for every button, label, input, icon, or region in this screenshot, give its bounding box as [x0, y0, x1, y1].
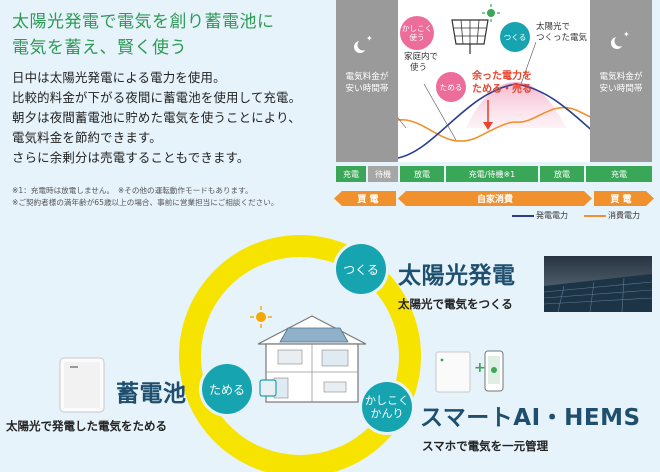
battery-mini-icon — [259, 379, 277, 397]
badge-tsukuru: つくる — [336, 244, 386, 294]
intro-desc-line: さらに余剰分は売電することもできます。 — [12, 150, 250, 165]
badge-tsukuru: つくる — [500, 22, 530, 52]
feature-title-hems: スマートAI・HEMS — [420, 405, 641, 431]
arrow-label-self: 自家消費 — [476, 195, 513, 205]
night-label-right-1: 電気料金が — [599, 72, 643, 82]
moon-icon — [611, 36, 624, 49]
hems-controller-image — [435, 351, 471, 393]
intro-desc-line: 比較的料金が下がる夜間に蓄電池を使用して充電。 — [12, 90, 302, 105]
star-icon: ✦ — [366, 34, 373, 43]
plus-icon: + — [474, 360, 486, 376]
house-illustration — [257, 315, 367, 403]
intro-desc-line: 日中は太陽光発電による電力を使用。 — [12, 70, 226, 85]
night-label-right-2: 安い時間帯 — [599, 84, 643, 94]
solar-panel-icon — [451, 19, 489, 54]
legend-consumption: 消費電力 — [608, 211, 640, 220]
sun-icon — [250, 306, 272, 328]
text-surplus: 余った電力をためる・売る — [472, 71, 532, 95]
feature-title-solar: 太陽光発電 — [398, 263, 516, 289]
night-panel-left: ✦ 電気料金が 安い時間帯 — [336, 0, 398, 162]
night-label-left-1: 電気料金が — [345, 72, 389, 82]
time-cell: 充電 — [586, 166, 652, 182]
arrow-label-buy-right: 買 電 — [610, 195, 632, 205]
text-katei: 家庭内で使う — [404, 52, 439, 73]
night-panel-right: ✦ 電気料金が 安い時間帯 — [590, 0, 652, 162]
intro-title-line1: 太陽光発電で電気を創り蓄電池に — [12, 12, 275, 32]
surplus-arrow-head — [483, 122, 493, 130]
legend-swatch-consumption — [584, 215, 606, 217]
footnote: ※ご契約者様の満年齢が65歳以上の場合、事前に営業担当にご相談ください。 — [12, 198, 279, 207]
footnote: ※1：充電時は放電しません。 ※その他の運転動作モードもあります。 — [12, 186, 253, 195]
legend-swatch-generation — [512, 215, 534, 217]
arrow-label-buy-left: 買 電 — [357, 195, 379, 205]
solar-farm-photo — [544, 256, 652, 312]
feature-sub-solar: 太陽光で電気をつくる — [398, 297, 513, 311]
feature-title-battery: 蓄電池 — [116, 381, 187, 407]
arrow-bar-shapes — [334, 191, 654, 206]
text-solar: 太陽光でつくった電気 — [536, 22, 588, 43]
energy-flow-chart: ✦ 電気料金が 安い時間帯 ✦ 電気料金が 安い時間帯 かしこく使う 家庭内で使… — [336, 0, 652, 162]
badge-tameru: ためる — [202, 364, 252, 414]
badge-kashikoku: かしこくかんり — [362, 382, 412, 432]
legend-generation: 発電電力 — [536, 211, 568, 220]
badge-kashikoku: かしこく使う — [400, 16, 434, 50]
badge-tameru: ためる — [436, 72, 466, 102]
night-label-left-2: 安い時間帯 — [345, 84, 389, 94]
intro-desc-line: 電気料金を節約できます。 — [12, 130, 162, 145]
intro-title-line2: 電気を蓄え、賢く使う — [12, 38, 187, 58]
sun-icon — [482, 4, 500, 22]
surplus-area — [466, 82, 566, 128]
feature-sub-hems: スマホで電気を一元管理 — [422, 439, 549, 453]
moon-icon — [354, 40, 367, 53]
smartphone-icon — [484, 350, 504, 392]
intro-desc-line: 朝夕は夜間蓄電池に貯めた電気を使うことにより、 — [12, 110, 301, 125]
time-cell: 待機 — [368, 166, 398, 182]
feature-sub-battery: 太陽光で発電した電気をためる — [6, 419, 167, 433]
battery-unit-image — [59, 357, 105, 413]
time-cell: 放電 — [400, 166, 444, 182]
time-cell: 放電 — [540, 166, 584, 182]
time-cell: 充電/待機※1 — [446, 166, 538, 182]
time-cell: 充電 — [336, 166, 366, 182]
star-icon: ✦ — [623, 30, 630, 39]
consumption-curve — [336, 106, 652, 143]
